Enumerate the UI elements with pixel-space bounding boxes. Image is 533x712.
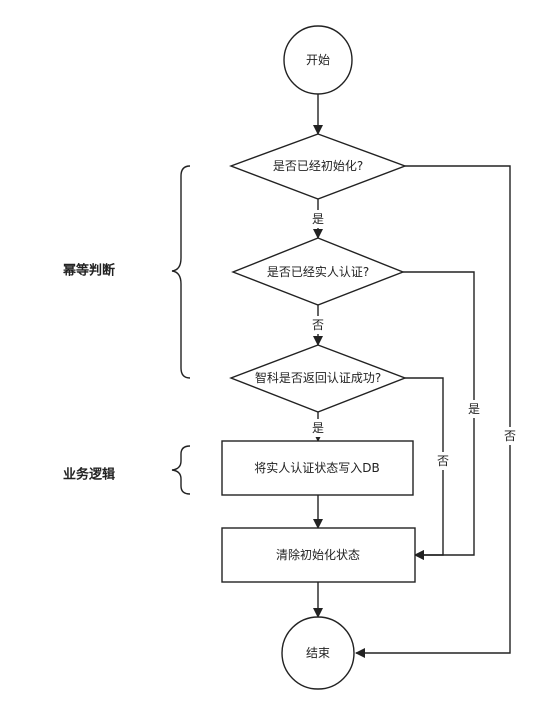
- end-node: [281, 616, 355, 690]
- write-db-label: 将实人认证状态写入DB: [254, 460, 379, 475]
- nodes: 开始 是否已经初始化? 是否已经实人认证? 智科是否返回认证成功? 将实人认证状…: [221, 25, 416, 690]
- check-init-label: 是否已经初始化?: [273, 159, 363, 173]
- check-verified-label: 是否已经实人认证?: [267, 264, 369, 279]
- clear-init-label: 清除初始化状态: [276, 547, 360, 562]
- idempotent-brace: [171, 165, 191, 379]
- business-brace: [171, 445, 191, 495]
- check-verified-decision: [231, 237, 405, 306]
- edge-check-verified-yes-to-clear-init: [403, 271, 475, 560]
- check-zhike-decision: [229, 344, 407, 413]
- business-group-label: 业务逻辑: [63, 467, 115, 483]
- idempotent-group-label: 幂等判断: [62, 263, 115, 279]
- start-node: [283, 25, 353, 95]
- edge-labels: 是 否 是 否 是 否: [310, 210, 518, 470]
- edge-label-zhike-no: 否: [437, 454, 449, 468]
- check-init-decision: [228, 133, 408, 200]
- start-label: 开始: [306, 53, 330, 67]
- edge-label-init-no: 否: [504, 429, 516, 443]
- edge-label-zhike-yes: 是: [312, 421, 324, 435]
- check-zhike-label: 智科是否返回认证成功?: [255, 370, 381, 385]
- edge-label-init-yes: 是: [312, 212, 324, 226]
- edge-label-verified-no: 否: [312, 318, 324, 332]
- end-label: 结束: [306, 646, 330, 660]
- groups: 幂等判断 业务逻辑: [62, 165, 191, 495]
- clear-init-process: [221, 527, 416, 583]
- edge-label-verified-yes: 是: [468, 402, 480, 416]
- edge-check-init-no-to-end: [355, 165, 511, 658]
- write-db-process: [221, 440, 414, 496]
